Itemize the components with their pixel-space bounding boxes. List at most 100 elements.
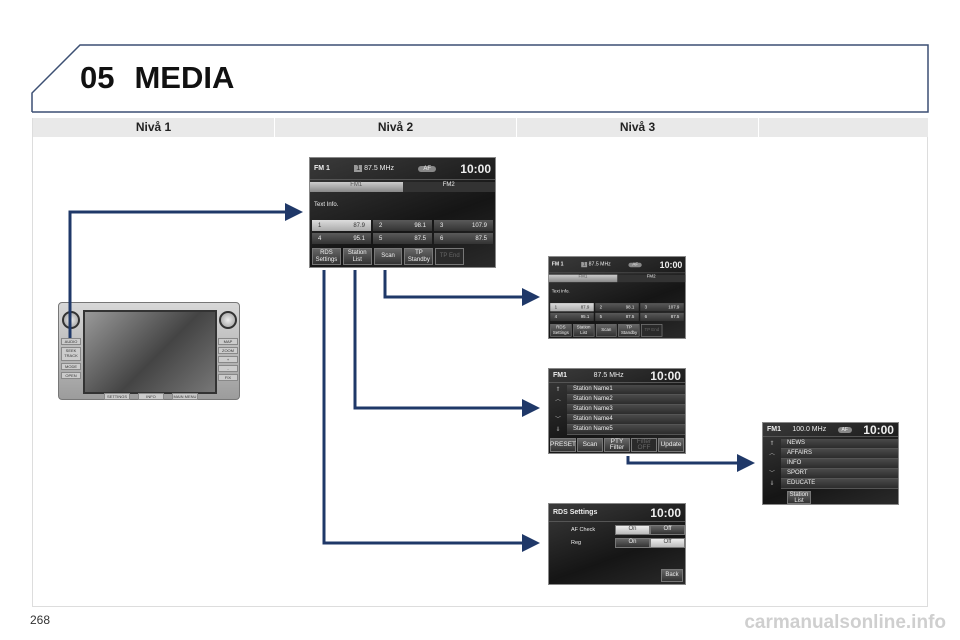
audio-button[interactable]: AUDIO bbox=[61, 338, 81, 345]
main-menu-button[interactable]: MAIN MENU bbox=[172, 393, 198, 400]
rds-settings-button[interactable]: RDS Settings bbox=[550, 324, 572, 337]
tab-fm1[interactable]: FM1 bbox=[310, 182, 403, 192]
chapter-title: MEDIA bbox=[134, 60, 235, 95]
device-screen bbox=[83, 310, 217, 394]
rds-settings-screen: RDS Settings 10:00 AF Check On Off Reg On… bbox=[548, 503, 686, 585]
pty-item[interactable]: INFO bbox=[781, 459, 898, 469]
af-check-off[interactable]: Off bbox=[650, 524, 685, 535]
scan-button[interactable]: Scan bbox=[373, 248, 403, 265]
rds-settings-button[interactable]: RDS Settings bbox=[312, 248, 341, 265]
column-level-2: Nivå 2 bbox=[275, 118, 517, 137]
page-number: 268 bbox=[30, 613, 51, 627]
seek-track-button[interactable]: SEEK TRACK bbox=[61, 347, 81, 361]
text-info: Text Info. bbox=[551, 289, 570, 295]
pty-item[interactable]: AFFAIRS bbox=[781, 449, 898, 459]
back-button[interactable]: Back bbox=[661, 569, 683, 582]
pty-item[interactable]: EDUCATE bbox=[781, 479, 898, 489]
af-check-on[interactable]: On bbox=[615, 524, 650, 535]
station-item[interactable]: Station Name2 bbox=[567, 395, 685, 405]
af-check-label: AF Check bbox=[571, 526, 596, 533]
head-unit-device: AUDIO SEEK TRACK MODE OPEN MAP ZOOM + - … bbox=[58, 302, 240, 400]
station-list-button[interactable]: Station List bbox=[787, 491, 811, 504]
watermark: carmanualsonline.info bbox=[744, 612, 946, 633]
scroll-controls[interactable]: ⇑︿﹀⇓ bbox=[554, 387, 561, 433]
pty-item[interactable]: NEWS bbox=[781, 439, 898, 449]
radio-screen-preview: FM 1 1 87.5 MHz AF 10:00 FM1 FM2 Text In… bbox=[548, 256, 686, 339]
af-badge: AF bbox=[837, 426, 852, 433]
scan-button[interactable]: Scan bbox=[577, 438, 603, 452]
zoom-out-button[interactable]: - bbox=[218, 365, 238, 372]
zoom-in-button[interactable]: + bbox=[218, 356, 238, 363]
mode-button[interactable]: MODE bbox=[61, 363, 81, 370]
tp-standby-button[interactable]: TP Standby bbox=[618, 324, 640, 337]
frequency-display: 1 87.5 MHz bbox=[581, 261, 611, 268]
station-item[interactable]: Station Name5 bbox=[567, 425, 685, 435]
frequency-display: 100.0 MHz bbox=[792, 426, 827, 433]
pty-filter-button[interactable]: PTY Filter bbox=[604, 438, 630, 452]
preset-button[interactable]: PRESET bbox=[550, 438, 576, 452]
reg-off[interactable]: Off bbox=[650, 537, 685, 548]
station-item[interactable]: Station Name1 bbox=[567, 385, 685, 395]
text-info: Text Info. bbox=[314, 202, 339, 208]
chapter-number: 05 bbox=[80, 60, 115, 95]
screen-title: RDS Settings bbox=[553, 509, 598, 516]
station-item[interactable]: Station Name4 bbox=[567, 415, 685, 425]
fix-button[interactable]: FIX bbox=[218, 374, 238, 381]
frequency-display: 87.5 MHz bbox=[593, 372, 624, 379]
frequency-display: 1 87.5 MHz bbox=[354, 165, 395, 172]
column-level-3: Nivå 3 bbox=[517, 118, 759, 137]
reg-label: Reg bbox=[571, 539, 582, 546]
radio-screen-scan: FM 1 1 87.5 MHz AF 10:00 FM1 FM2 Text In… bbox=[548, 256, 686, 339]
update-button[interactable]: Update bbox=[658, 438, 684, 452]
column-level-1: Nivå 1 bbox=[33, 118, 275, 137]
tune-knob-right bbox=[219, 311, 237, 329]
clock: 10:00 bbox=[650, 368, 681, 383]
reg-on[interactable]: On bbox=[615, 537, 650, 548]
clock: 10:00 bbox=[659, 259, 683, 270]
band-label: FM 1 bbox=[551, 261, 564, 268]
band-label: FM1 bbox=[553, 372, 567, 379]
scroll-controls[interactable]: ⇑︿﹀⇓ bbox=[768, 441, 775, 487]
tp-end-button[interactable]: TP End bbox=[641, 324, 663, 337]
filter-off-button[interactable]: Filter OFF bbox=[631, 438, 657, 452]
pty-item[interactable]: SPORT bbox=[781, 469, 898, 479]
clock: 10:00 bbox=[863, 422, 894, 437]
station-list-button[interactable]: Station List bbox=[342, 248, 372, 265]
scan-button[interactable]: Scan bbox=[595, 324, 617, 337]
info-button[interactable]: INFO bbox=[138, 393, 164, 400]
tp-standby-button[interactable]: TP Standby bbox=[404, 248, 434, 265]
map-button[interactable]: MAP bbox=[218, 338, 238, 345]
radio-screen: FM 1 1 87.5 MHz AF 10:00 FM1 FM2 Text In… bbox=[309, 157, 496, 268]
tp-end-button[interactable]: TP End bbox=[435, 248, 465, 265]
tab-fm2[interactable]: FM2 bbox=[402, 182, 495, 192]
settings-button[interactable]: SETTINGS bbox=[104, 393, 130, 400]
tab-fm1[interactable]: FM1 bbox=[548, 274, 617, 283]
station-list-button[interactable]: Station List bbox=[572, 324, 595, 337]
af-badge: AF bbox=[418, 165, 437, 172]
pty-screen: FM1 100.0 MHz AF 10:00 ⇑︿﹀⇓ NEWS AFFAIRS IN… bbox=[762, 422, 899, 505]
clock: 10:00 bbox=[650, 505, 681, 520]
volume-knob-left bbox=[62, 311, 80, 329]
station-item[interactable]: Station Name3 bbox=[567, 405, 685, 415]
band-label: FM1 bbox=[767, 426, 781, 433]
tab-fm2[interactable]: FM2 bbox=[617, 274, 686, 283]
open-button[interactable]: OPEN bbox=[61, 372, 81, 379]
af-badge: AF bbox=[628, 262, 642, 267]
band-label: FM 1 bbox=[314, 165, 330, 172]
station-list-screen: FM1 87.5 MHz 10:00 ⇑︿﹀⇓ Station Name1 Stat… bbox=[548, 368, 686, 454]
column-header: Nivå 1 Nivå 2 Nivå 3 bbox=[33, 118, 928, 137]
clock: 10:00 bbox=[460, 161, 491, 176]
